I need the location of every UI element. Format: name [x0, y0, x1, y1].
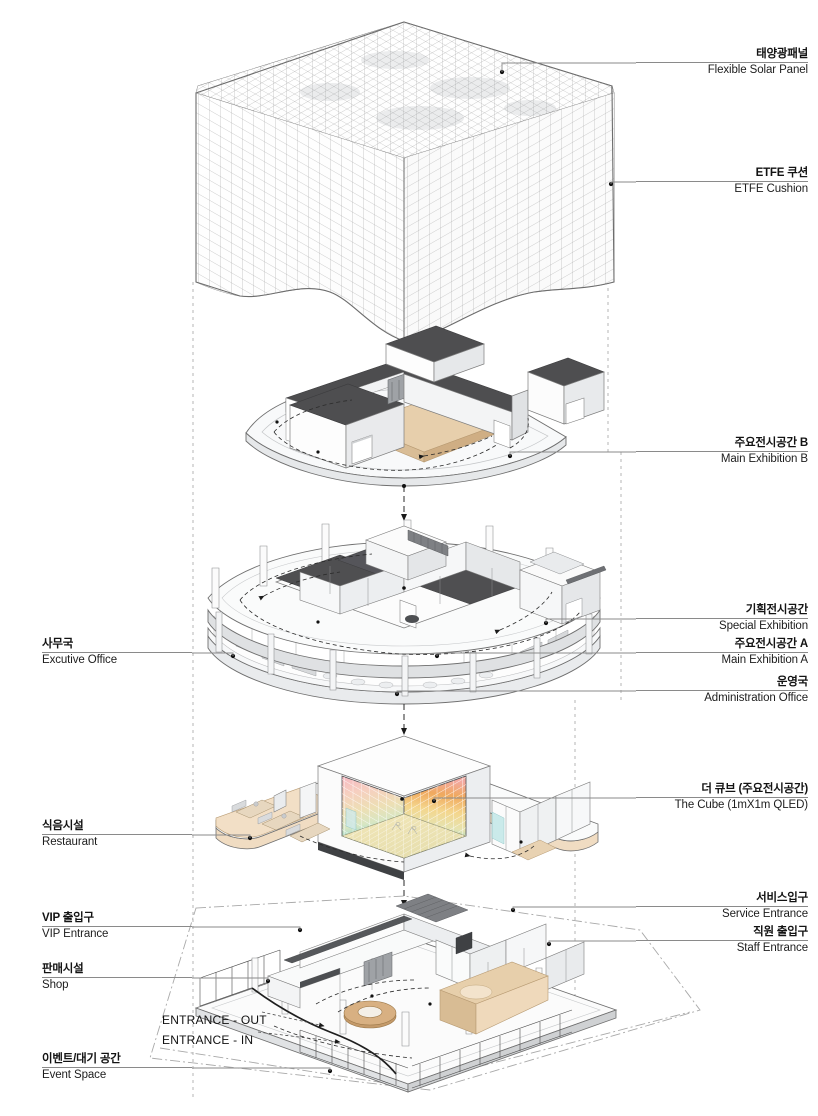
leader-the-cube	[433, 797, 636, 801]
label-solar-panel-en: Flexible Solar Panel	[707, 64, 808, 76]
entrance-leaders	[257, 1011, 341, 1044]
leader-etfe-cushion	[610, 181, 636, 184]
label-entrance-out: ENTRANCE - OUT	[162, 1013, 267, 1027]
label-restaurant-ko: 식음시설	[42, 820, 84, 832]
label-etfe-cushion: ETFE 쿠션 ETFE Cushion	[636, 167, 808, 196]
label-vip-entrance-en: VIP Entrance	[42, 928, 109, 940]
label-shop-en: Shop	[42, 979, 69, 991]
leader-main-exhibition-b	[509, 451, 636, 456]
label-restaurant: 식음시설 Restaurant	[42, 820, 192, 849]
leader-staff-entrance	[548, 940, 636, 944]
label-solar-panel: 태양광패널 Flexible Solar Panel	[636, 48, 808, 77]
label-main-exhibition-a-ko: 주요전시공간 A	[734, 638, 809, 650]
label-vip-entrance-ko: VIP 출입구	[42, 912, 94, 924]
leader-service-entrance	[512, 906, 636, 910]
label-special-exhibition-rule	[636, 618, 808, 619]
label-vip-entrance: VIP 출입구 VIP Entrance	[42, 912, 192, 941]
label-the-cube-en: The Cube (1mX1m QLED)	[674, 799, 808, 811]
label-executive-office: 사무국 Excutive Office	[42, 638, 192, 667]
leader-restaurant	[192, 834, 251, 838]
label-event-space-rule	[42, 1067, 192, 1068]
label-service-entrance-rule	[636, 906, 808, 907]
label-service-entrance-ko: 서비스입구	[756, 892, 808, 904]
level-exhibition-a-admin	[207, 519, 607, 705]
leader-administration	[396, 690, 636, 694]
label-administration-ko: 운영국	[776, 676, 808, 688]
leader-main-exhibition-a	[436, 652, 636, 656]
label-vip-entrance-rule	[42, 926, 192, 927]
columns-lower	[215, 611, 593, 697]
label-executive-office-ko: 사무국	[42, 638, 74, 650]
label-event-space: 이벤트/대기 공간 Event Space	[42, 1053, 192, 1082]
label-etfe-cushion-rule	[636, 181, 808, 182]
explosion-axis-2	[401, 484, 407, 521]
label-shop-ko: 판매시설	[42, 963, 84, 975]
level-ground	[194, 893, 618, 1093]
the-cube-qled	[341, 775, 467, 859]
label-shop: 판매시설 Shop	[42, 963, 192, 992]
label-staff-entrance-ko: 직원 출입구	[753, 926, 808, 938]
label-special-exhibition-ko: 기획전시공간	[745, 604, 808, 616]
label-main-exhibition-a-en: Main Exhibition A	[721, 654, 808, 666]
label-etfe-cushion-en: ETFE Cushion	[734, 183, 808, 195]
label-etfe-cushion-ko: ETFE 쿠션	[755, 167, 809, 179]
restaurant-furniture	[231, 799, 331, 843]
leader-executive-office	[192, 652, 234, 656]
label-executive-office-en: Excutive Office	[42, 654, 117, 666]
label-event-space-en: Event Space	[42, 1069, 107, 1081]
site-boundary	[149, 895, 701, 1091]
label-restaurant-en: Restaurant	[42, 836, 98, 848]
label-the-cube-ko: 더 큐브 (주요전시공간)	[701, 783, 808, 795]
balustrade-front	[299, 1029, 409, 1091]
balustrade	[199, 949, 281, 1007]
label-entrance-in: ENTRANCE - IN	[162, 1033, 254, 1047]
label-executive-office-rule	[42, 652, 192, 653]
leader-shop	[192, 977, 269, 981]
label-staff-entrance: 직원 출입구 Staff Entrance	[636, 926, 808, 955]
label-main-exhibition-b-en: Main Exhibition B	[720, 453, 808, 465]
label-service-entrance: 서비스입구 Service Entrance	[636, 892, 808, 921]
label-solar-panel-ko: 태양광패널	[756, 48, 808, 60]
label-the-cube-rule	[636, 797, 808, 798]
level-cube-restaurant	[215, 735, 599, 880]
label-administration: 운영국 Administration Office	[636, 676, 808, 705]
label-shop-rule	[42, 977, 192, 978]
label-solar-panel-rule	[636, 62, 808, 63]
label-main-exhibition-b: 주요전시공간 B Main Exhibition B	[636, 437, 808, 466]
label-main-exhibition-b-ko: 주요전시공간 B	[734, 437, 809, 449]
leader-special-exhibition	[545, 618, 636, 623]
label-leader-lines	[192, 62, 636, 1071]
balustrade-right	[411, 1009, 573, 1089]
label-main-exhibition-a: 주요전시공간 A Main Exhibition A	[636, 638, 808, 667]
leader-solar-panel	[501, 62, 636, 72]
label-administration-en: Administration Office	[704, 692, 808, 704]
label-main-exhibition-a-rule	[636, 652, 808, 653]
label-staff-entrance-en: Staff Entrance	[736, 942, 808, 954]
label-staff-entrance-rule	[636, 940, 808, 941]
label-event-space-ko: 이벤트/대기 공간	[42, 1053, 121, 1065]
label-restaurant-rule	[42, 834, 192, 835]
label-the-cube: 더 큐브 (주요전시공간) The Cube (1mX1m QLED)	[636, 783, 808, 812]
leader-event-space	[192, 1067, 331, 1071]
label-special-exhibition-en: Special Exhibition	[719, 620, 808, 632]
level-main-exhibition-b	[245, 325, 605, 487]
level-envelope	[195, 21, 615, 342]
label-administration-rule	[636, 690, 808, 691]
ring-feature	[343, 1000, 397, 1029]
label-service-entrance-en: Service Entrance	[722, 908, 808, 920]
leader-vip-entrance	[192, 926, 301, 930]
label-special-exhibition: 기획전시공간 Special Exhibition	[636, 604, 808, 633]
label-main-exhibition-b-rule	[636, 451, 808, 452]
